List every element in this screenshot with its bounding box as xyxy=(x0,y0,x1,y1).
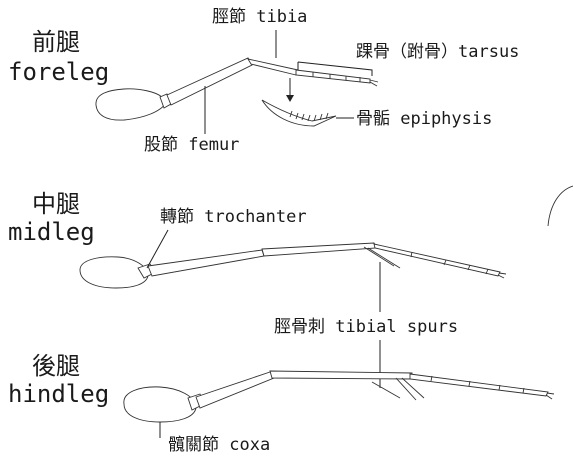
midleg-coxa xyxy=(80,257,148,288)
label-tarsus: 踝骨（跗骨）tarsus xyxy=(356,42,519,62)
foreleg-femur xyxy=(167,58,252,105)
hindleg-group: 後腿 hindleg 髖關節 coxa xyxy=(8,352,554,455)
foreleg-drawing xyxy=(96,58,378,126)
foreleg-title-cn: 前腿 xyxy=(32,28,80,56)
foreleg-tarsus xyxy=(296,70,370,83)
midleg-tibia xyxy=(262,243,376,256)
foreleg-epiphysis-sketch xyxy=(262,100,336,126)
hindleg-title-en: hindleg xyxy=(8,380,109,408)
edge-curve-fragment xyxy=(548,186,573,226)
label-tibial-spurs: 脛骨刺 tibial spurs xyxy=(274,317,458,337)
hindleg-title-cn: 後腿 xyxy=(32,352,80,380)
midleg-drawing xyxy=(80,243,506,288)
hindleg-tarsus xyxy=(410,374,548,396)
hindleg-femur xyxy=(196,372,274,408)
label-femur: 股節 femur xyxy=(144,135,239,155)
midleg-tarsus xyxy=(374,244,500,276)
label-trochanter: 轉節 trochanter xyxy=(160,207,307,227)
foreleg-tibia xyxy=(248,59,298,75)
midleg-group: 中腿 midleg 轉節 trochanter 脛骨刺 tibial spurs xyxy=(8,190,506,388)
foreleg-title-en: foreleg xyxy=(8,58,109,86)
hindleg-drawing xyxy=(124,371,554,422)
label-coxa: 髖關節 coxa xyxy=(168,435,270,455)
label-tibia: 脛節 tibia xyxy=(212,7,307,27)
foreleg-group: 前腿 foreleg 脛節 tibia 踝骨（跗骨）tarsus xyxy=(8,7,519,155)
midleg-title-cn: 中腿 xyxy=(32,190,80,218)
midleg-femur xyxy=(148,250,264,276)
hindleg-tibia xyxy=(270,371,412,379)
label-epiphysis: 骨骺 epiphysis xyxy=(356,109,492,129)
foreleg-coxa xyxy=(96,89,166,120)
midleg-title-en: midleg xyxy=(8,218,95,246)
hindleg-coxa xyxy=(124,387,196,422)
